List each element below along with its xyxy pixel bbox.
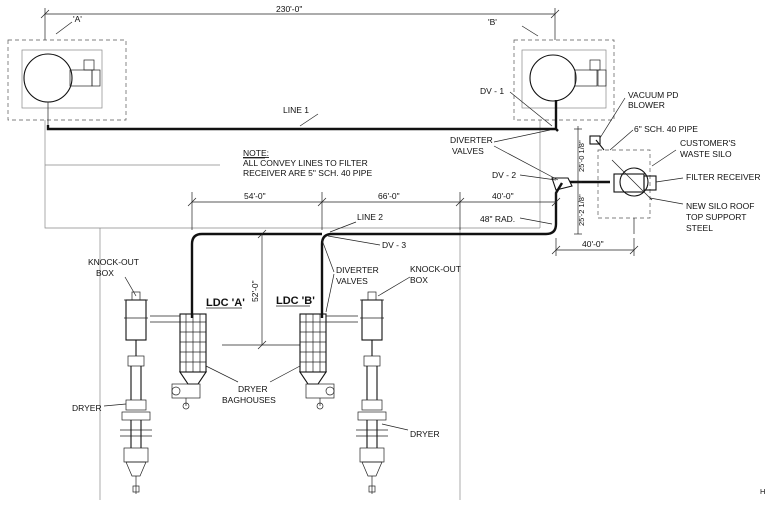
baghouses-label-1: DRYER — [238, 384, 268, 394]
dimension-row-mid: 54'-0" 66'-0" 40'-0" — [187, 191, 561, 230]
pipe6-label: 6" SCH. 40 PIPE — [634, 124, 698, 134]
ko-right-label-2: BOX — [410, 275, 428, 285]
ko-left-label-2: BOX — [96, 268, 114, 278]
note-title: NOTE: — [243, 148, 269, 158]
dim-54: 54'-0" — [244, 191, 266, 201]
ldc-a-label: LDC 'A' — [206, 297, 245, 309]
building-outline — [44, 120, 541, 500]
dv3-label: DV - 3 — [382, 240, 406, 250]
dim-40a: 40'-0" — [492, 191, 514, 201]
dryer-right-label: DRYER — [410, 429, 440, 439]
note-block: NOTE: ALL CONVEY LINES TO FILTER RECEIVE… — [243, 148, 372, 178]
corner-mark: H — [760, 487, 765, 496]
baghouses-label-2: BAGHOUSES — [222, 395, 276, 405]
line-2-label: LINE 2 — [357, 212, 383, 222]
dv3-callout: DV - 3 — [327, 235, 406, 250]
baghouse-ldc-a: LDC 'A' — [150, 297, 245, 410]
note-line-2: RECEIVER ARE 5" SCH. 40 PIPE — [243, 168, 372, 178]
dv1-label: DV - 1 — [480, 86, 504, 96]
dim-25a: 25'-0 1/8" — [577, 140, 586, 172]
overall-dimension: 230'-0" — [40, 4, 560, 40]
ko-left-label-1: KNOCK-OUT — [88, 257, 139, 267]
rad48-label: 48" RAD. — [480, 214, 515, 224]
ko-right-label-1: KNOCK-OUT — [410, 264, 461, 274]
silo-a: 'A' — [7, 14, 127, 125]
dim-40b: 40'-0" — [582, 239, 604, 249]
note-line-1: ALL CONVEY LINES TO FILTER — [243, 158, 368, 168]
customer-label-2: WASTE SILO — [680, 149, 732, 159]
diverter-valves-top: DV - 1 DIVERTER VALVES DV - 2 48" RAD. — [450, 86, 559, 225]
diverter-valves-mid-label-2: VALVES — [336, 276, 368, 286]
baghouses-callout: DRYER BAGHOUSES — [205, 365, 301, 405]
vacuum-label-2: BLOWER — [628, 100, 665, 110]
dv2-label: DV - 2 — [492, 170, 516, 180]
dimension-40b: 40'-0" — [551, 238, 639, 256]
line-1: LINE 1 — [46, 100, 559, 132]
new-silo-label-2: TOP SUPPORT — [686, 212, 746, 222]
silo-b: 'B' — [488, 17, 615, 121]
vertical-dimensions-right: 25'-0 1/8" 25'-2 1/8" — [574, 126, 586, 235]
filter-receiver-label: FILTER RECEIVER — [686, 172, 760, 182]
silo-b-label: 'B' — [488, 17, 497, 27]
new-silo-label-1: NEW SILO ROOF — [686, 201, 754, 211]
dim-52: 52'-0" — [250, 280, 260, 302]
silo-a-label: 'A' — [73, 14, 82, 24]
customer-label-1: CUSTOMER'S — [680, 138, 736, 148]
diverter-valves-mid-label-1: DIVERTER — [336, 265, 379, 275]
dryer-left-label: DRYER — [72, 403, 102, 413]
dim-66: 66'-0" — [378, 191, 400, 201]
diverter-valves-top-label-2: VALVES — [452, 146, 484, 156]
dryer-left: KNOCK-OUT BOX DRYER — [72, 257, 152, 494]
dim-25b: 25'-2 1/8" — [577, 194, 586, 226]
baghouse-ldc-b: LDC 'B' — [276, 295, 358, 410]
diverter-valves-top-label-1: DIVERTER — [450, 135, 493, 145]
dim-overall: 230'-0" — [276, 4, 302, 14]
ldc-b-label: LDC 'B' — [276, 295, 315, 307]
line-2: LINE 2 — [190, 182, 564, 318]
dimension-52: 52'-0" — [222, 229, 300, 350]
diverter-valves-mid: DIVERTER VALVES — [321, 239, 379, 313]
dryer-right: KNOCK-OUT BOX DRYER — [356, 264, 461, 494]
filter-receiver-assembly — [589, 135, 657, 234]
new-silo-label-3: STEEL — [686, 223, 713, 233]
blower-callouts: VACUUM PD BLOWER 6" SCH. 40 PIPE CUSTOME… — [599, 90, 760, 233]
line-1-label: LINE 1 — [283, 105, 309, 115]
vacuum-label-1: VACUUM PD — [628, 90, 678, 100]
